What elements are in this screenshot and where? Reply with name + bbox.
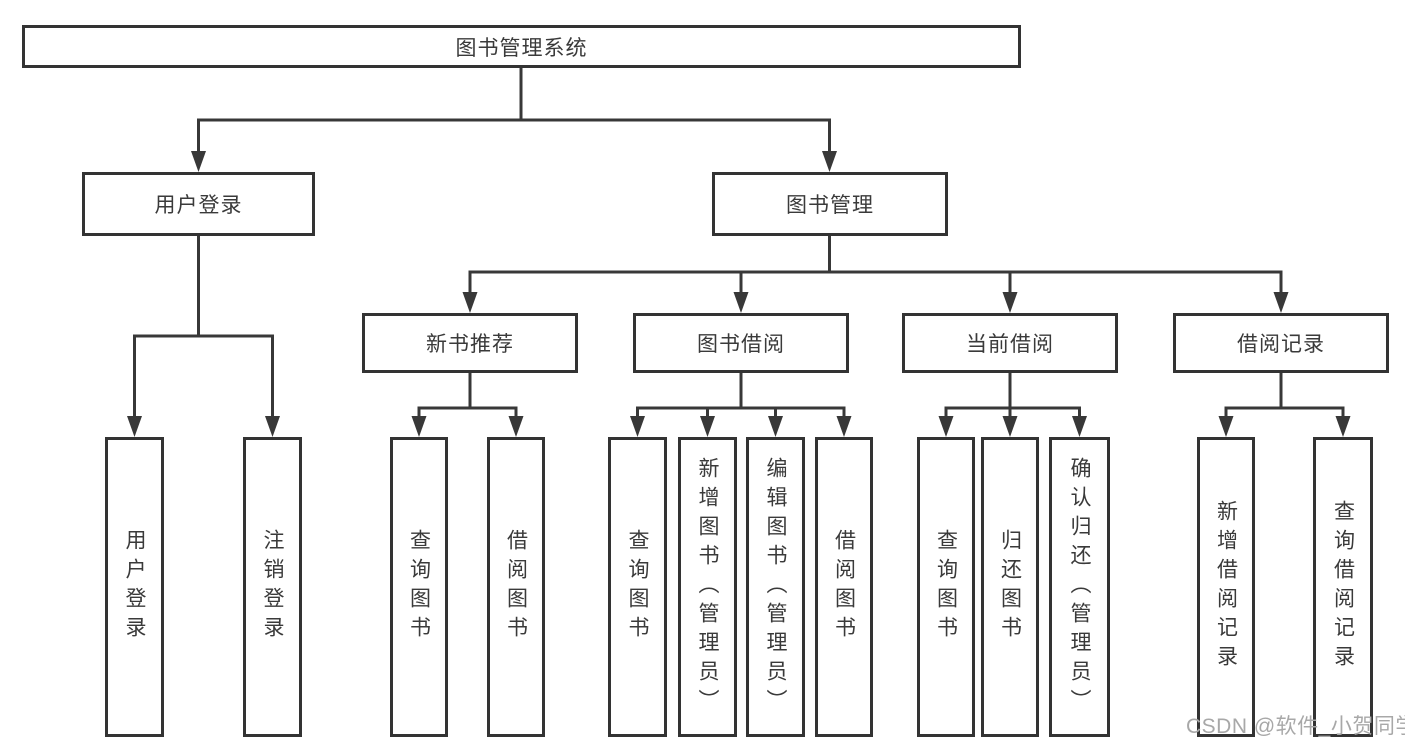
node-book-borrowing: 图书借阅: [633, 313, 849, 373]
leaf-query-books-recommend: 查询图书: [390, 437, 448, 737]
leaf-return-books: 归还图书: [981, 437, 1039, 737]
node-borrowing-records: 借阅记录: [1173, 313, 1389, 373]
leaf-borrow-books-borrowing: 借阅图书: [815, 437, 873, 737]
leaf-logout: 注销登录: [243, 437, 302, 737]
leaf-edit-books-admin-label: 编辑图书（管理员）: [764, 456, 787, 718]
node-current-borrowing: 当前借阅: [902, 313, 1118, 373]
node-book-management: 图书管理: [712, 172, 948, 236]
leaf-borrow-books-recommend: 借阅图书: [487, 437, 545, 737]
node-user-login: 用户登录: [82, 172, 315, 236]
csdn-watermark: CSDN @软件_小贺同学: [1186, 715, 1405, 738]
leaf-add-books-admin-label: 新增图书（管理员）: [696, 456, 719, 718]
leaf-edit-books-admin: 编辑图书（管理员）: [746, 437, 805, 737]
leaf-borrow-books-borrowing-label: 借阅图书: [832, 529, 856, 645]
node-new-book-recommend: 新书推荐: [362, 313, 578, 373]
leaf-add-books-admin: 新增图书（管理员）: [678, 437, 737, 737]
node-book-management-system: 图书管理系统: [22, 25, 1021, 68]
leaf-query-books-borrowing: 查询图书: [608, 437, 667, 737]
leaf-query-borrow-record-label: 查询借阅记录: [1331, 500, 1355, 674]
leaf-confirm-return-admin-label: 确认归还（管理员）: [1068, 456, 1091, 718]
leaf-query-books-current: 查询图书: [917, 437, 975, 737]
leaf-return-books-label: 归还图书: [998, 529, 1022, 645]
leaf-logout-label: 注销登录: [261, 529, 284, 645]
leaf-user-login: 用户登录: [105, 437, 164, 737]
leaf-user-login-label: 用户登录: [123, 529, 146, 645]
leaf-confirm-return-admin: 确认归还（管理员）: [1049, 437, 1110, 737]
leaf-query-borrow-record: 查询借阅记录: [1313, 437, 1373, 737]
leaf-add-borrow-record: 新增借阅记录: [1197, 437, 1255, 737]
leaf-query-books-borrowing-label: 查询图书: [626, 529, 649, 645]
leaf-query-books-recommend-label: 查询图书: [407, 529, 431, 645]
leaf-query-books-current-label: 查询图书: [934, 529, 958, 645]
leaf-borrow-books-recommend-label: 借阅图书: [504, 529, 528, 645]
leaf-add-borrow-record-label: 新增借阅记录: [1214, 500, 1238, 674]
